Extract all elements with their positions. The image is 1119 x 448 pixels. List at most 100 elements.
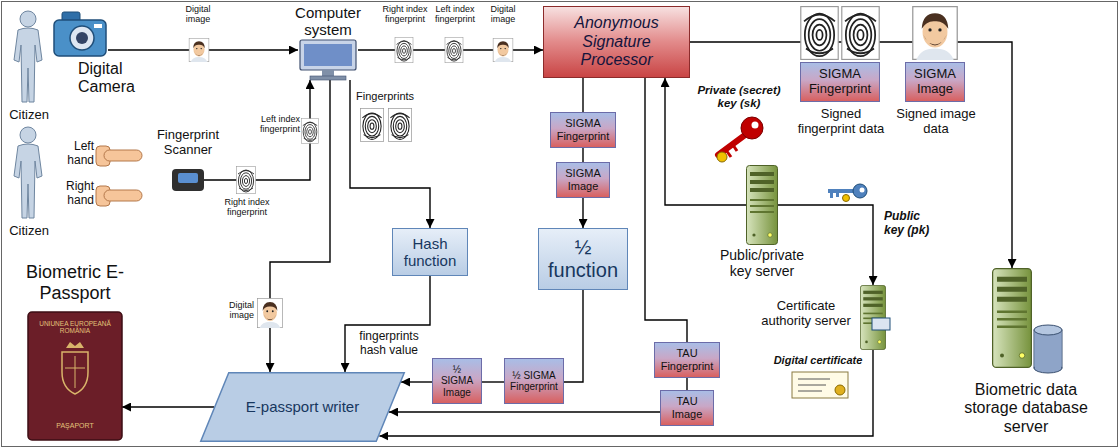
fingerprint-image xyxy=(801,7,838,60)
node-label: SIGMA Image xyxy=(560,167,606,192)
annotation-label: fingerprints hash value xyxy=(348,330,430,358)
public-key-icon xyxy=(828,184,867,202)
server-icon xyxy=(993,269,1032,368)
node-caption: Signed fingerprint data xyxy=(791,107,891,137)
image-thumbnail xyxy=(189,38,209,62)
connector xyxy=(645,78,687,342)
signature-box: ½ SIGMA Fingerprint xyxy=(504,358,564,404)
face-image xyxy=(913,7,957,60)
annotation-label: Right index fingerprint xyxy=(222,197,272,218)
connector xyxy=(389,411,660,412)
annotation-label: Private (secret) key (sk) xyxy=(690,84,788,110)
citizen-figure xyxy=(14,11,42,102)
connector xyxy=(204,80,310,180)
node-label: ½ SIGMA Fingerprint xyxy=(508,370,560,393)
scanner-node: Fingerprint Scanner xyxy=(172,168,204,192)
node-label: SIGMA Fingerprint xyxy=(804,67,876,97)
signed-data-box: SIGMA ImageSigned image data xyxy=(905,62,965,102)
annotation-label: Fingerprints xyxy=(356,90,422,103)
annotation-label: Left index fingerprint xyxy=(254,114,300,135)
signature-box: ½ SIGMA Image xyxy=(432,358,482,404)
annotation-label: Citizen xyxy=(4,108,54,123)
processor-box: Anonymous Signature Processor xyxy=(543,6,690,78)
parallelogram-shape xyxy=(201,373,405,442)
certificate-badge xyxy=(872,318,890,330)
connector xyxy=(582,198,583,228)
connector xyxy=(345,276,430,372)
database-icon xyxy=(1034,325,1062,373)
connector xyxy=(379,350,873,436)
connector xyxy=(401,381,432,382)
connector xyxy=(564,290,583,382)
certificate-icon xyxy=(792,372,848,398)
fingerprint-thumbnail xyxy=(301,119,318,144)
signature-box: SIGMA Image xyxy=(556,162,610,198)
node-label: E-passport writer xyxy=(230,398,375,415)
node-label: TAU Image xyxy=(664,395,710,420)
computer-icon xyxy=(300,40,356,80)
annotation-label: Digital image xyxy=(482,4,524,25)
node-label: Anonymous Signature Processor xyxy=(547,14,686,69)
finger-icon xyxy=(96,146,142,206)
image-thumbnail xyxy=(493,38,513,62)
process-box: ½ function xyxy=(538,228,628,290)
citizen-figure xyxy=(14,127,42,218)
annotation-label: Public key (pk) xyxy=(884,210,942,238)
signature-box: SIGMA Fingerprint xyxy=(550,112,616,148)
node-label: ½ SIGMA Image xyxy=(436,364,478,399)
node-label: ½ function xyxy=(542,236,624,282)
fingerprint-thumbnail xyxy=(388,109,411,142)
node-caption: Digital Camera xyxy=(78,60,162,97)
image-thumbnail xyxy=(258,298,283,328)
node-caption: Signed image data xyxy=(896,107,976,137)
annotation-label: Left index fingerprint xyxy=(430,4,480,25)
process-box: Hash function xyxy=(392,228,468,276)
node-caption: Fingerprint Scanner xyxy=(146,128,230,158)
server-node: Certificate authority server xyxy=(860,285,886,350)
camera-icon xyxy=(54,12,106,56)
computer-node: Computer system xyxy=(298,40,358,80)
private-key-icon xyxy=(717,117,763,162)
annotation-label: Right index fingerprint xyxy=(380,4,430,25)
connector xyxy=(122,406,214,407)
passport-cover xyxy=(28,312,122,440)
annotation-label: Left hand xyxy=(56,140,94,168)
connector xyxy=(665,78,746,205)
connector xyxy=(686,378,687,390)
node-label: SIGMA Image xyxy=(909,67,961,97)
signature-box: TAU Image xyxy=(660,390,714,426)
node-caption: UNIUNEA EUROPEANĂ ROMÂNIA xyxy=(32,320,118,335)
scanner-icon xyxy=(172,169,204,191)
node-caption: Computer system xyxy=(280,4,376,39)
connector xyxy=(582,78,583,112)
passport-node: Biometric E-PassportUNIUNEA EUROPEANĂ RO… xyxy=(28,312,122,440)
node-caption: Biometric data storage database server xyxy=(955,381,1097,436)
fingerprint-thumbnail xyxy=(445,37,463,62)
node-label: TAU Fingerprint xyxy=(658,347,716,372)
fingerprint-thumbnail xyxy=(236,166,255,193)
server-node: Public/private key server xyxy=(746,165,778,245)
node-label: SIGMA Fingerprint xyxy=(554,117,612,142)
node-caption: Certificate authority server xyxy=(756,299,856,329)
connector xyxy=(350,80,430,228)
writer-parallelogram: E-passport writer xyxy=(200,372,405,442)
annotation-label: Right hand xyxy=(56,180,94,208)
node-label: Hash function xyxy=(396,235,464,270)
node-caption: Public/private key server xyxy=(714,247,810,279)
connector xyxy=(690,42,1012,268)
server-icon xyxy=(747,166,778,245)
annotation-label: Digital image xyxy=(176,4,220,25)
node-caption: Biometric E-Passport xyxy=(15,262,135,303)
connector xyxy=(482,381,504,382)
signature-box: TAU Fingerprint xyxy=(654,342,720,378)
server-node: Biometric data storage database server xyxy=(992,268,1062,372)
fingerprint-thumbnail xyxy=(395,37,413,62)
annotation-label: Digital certificate xyxy=(764,354,872,367)
camera-node: Digital Camera xyxy=(52,8,108,58)
signed-data-box: SIGMA FingerprintSigned fingerprint data xyxy=(800,62,880,102)
fingerprint-image xyxy=(842,7,879,60)
annotation-label: Citizen xyxy=(4,224,54,239)
node-caption: PAŞAPORT xyxy=(32,422,118,430)
